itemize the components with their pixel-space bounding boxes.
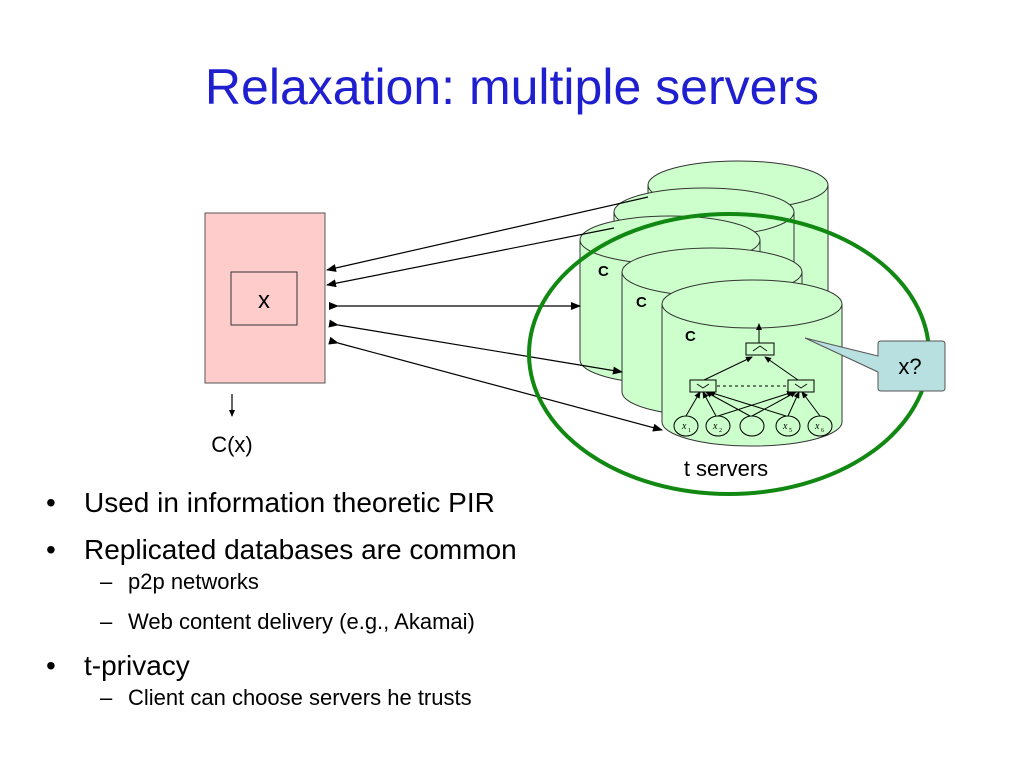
arrow-server-5 xyxy=(328,336,663,432)
bullet-item: • Used in information theoretic PIR xyxy=(42,486,662,520)
arrow-server-1 xyxy=(326,196,649,272)
svg-text:5: 5 xyxy=(789,428,792,434)
t-servers-label: t servers xyxy=(684,456,768,481)
server-3-circuit-label: C xyxy=(598,263,609,280)
bullet-text: t-privacy xyxy=(84,650,190,681)
svg-text:x: x xyxy=(681,421,687,432)
sub-bullet-text: p2p networks xyxy=(128,569,259,594)
sub-bullet-text: Web content delivery (e.g., Akamai) xyxy=(128,609,475,634)
circuit: x 1 x 2 x 5 x 6 xyxy=(673,323,833,437)
bullet-text: Used in information theoretic PIR xyxy=(84,487,495,518)
circuit-input-2: x 2 xyxy=(705,415,731,437)
client-input-label: x xyxy=(258,287,270,314)
circuit-input-6: x 6 xyxy=(807,415,833,437)
svg-text:1: 1 xyxy=(688,428,691,434)
sub-bullet-item: – Web content delivery (e.g., Akamai) xyxy=(84,609,662,635)
query-callout: x? xyxy=(804,337,946,392)
sub-bullet-text: Client can choose servers he trusts xyxy=(128,685,472,710)
sub-bullet-item: – Client can choose servers he trusts xyxy=(84,685,662,711)
and-gate-top xyxy=(745,342,775,356)
bullet-list: • Used in information theoretic PIR • Re… xyxy=(42,486,662,725)
server-5: C x xyxy=(661,279,843,447)
bullet-item: • t-privacy – Client can choose servers … xyxy=(42,649,662,711)
or-gate-left xyxy=(689,379,717,393)
bullet-marker: • xyxy=(46,650,56,681)
arrow-server-4 xyxy=(328,319,623,375)
server-4-circuit-label: C xyxy=(636,294,647,311)
svg-text:x: x xyxy=(712,421,718,432)
bullet-text: Replicated databases are common xyxy=(84,534,517,565)
arrow-server-2 xyxy=(326,227,615,288)
client-server-arrows xyxy=(326,196,663,432)
bullet-item: • Replicated databases are common – p2p … xyxy=(42,533,662,635)
client: x C(x) xyxy=(204,212,326,457)
or-gate-right xyxy=(787,379,815,393)
circuit-input-1: x 1 xyxy=(673,415,699,437)
svg-text:x: x xyxy=(814,421,820,432)
dash-marker: – xyxy=(100,685,113,710)
sub-bullet-list: – p2p networks – Web content delivery (e… xyxy=(84,569,662,635)
pir-diagram: x C(x) C C C xyxy=(204,160,946,496)
sub-bullet-item: – p2p networks xyxy=(84,569,662,595)
slide-title: Relaxation: multiple servers xyxy=(204,59,820,115)
client-output-label: C(x) xyxy=(211,432,253,457)
server-5-circuit-label: C xyxy=(685,328,696,345)
client-input-box xyxy=(230,271,298,326)
dash-marker: – xyxy=(100,609,113,634)
dash-marker: – xyxy=(100,569,113,594)
sub-bullet-list: – Client can choose servers he trusts xyxy=(84,685,662,711)
svg-text:x: x xyxy=(782,421,788,432)
circuit-input-empty xyxy=(739,415,765,437)
bullet-marker: • xyxy=(46,487,56,518)
circuit-input-5: x 5 xyxy=(775,415,801,437)
query-callout-text: x? xyxy=(898,354,921,379)
bullet-marker: • xyxy=(46,534,56,565)
svg-text:2: 2 xyxy=(719,428,722,434)
svg-text:6: 6 xyxy=(821,428,824,434)
